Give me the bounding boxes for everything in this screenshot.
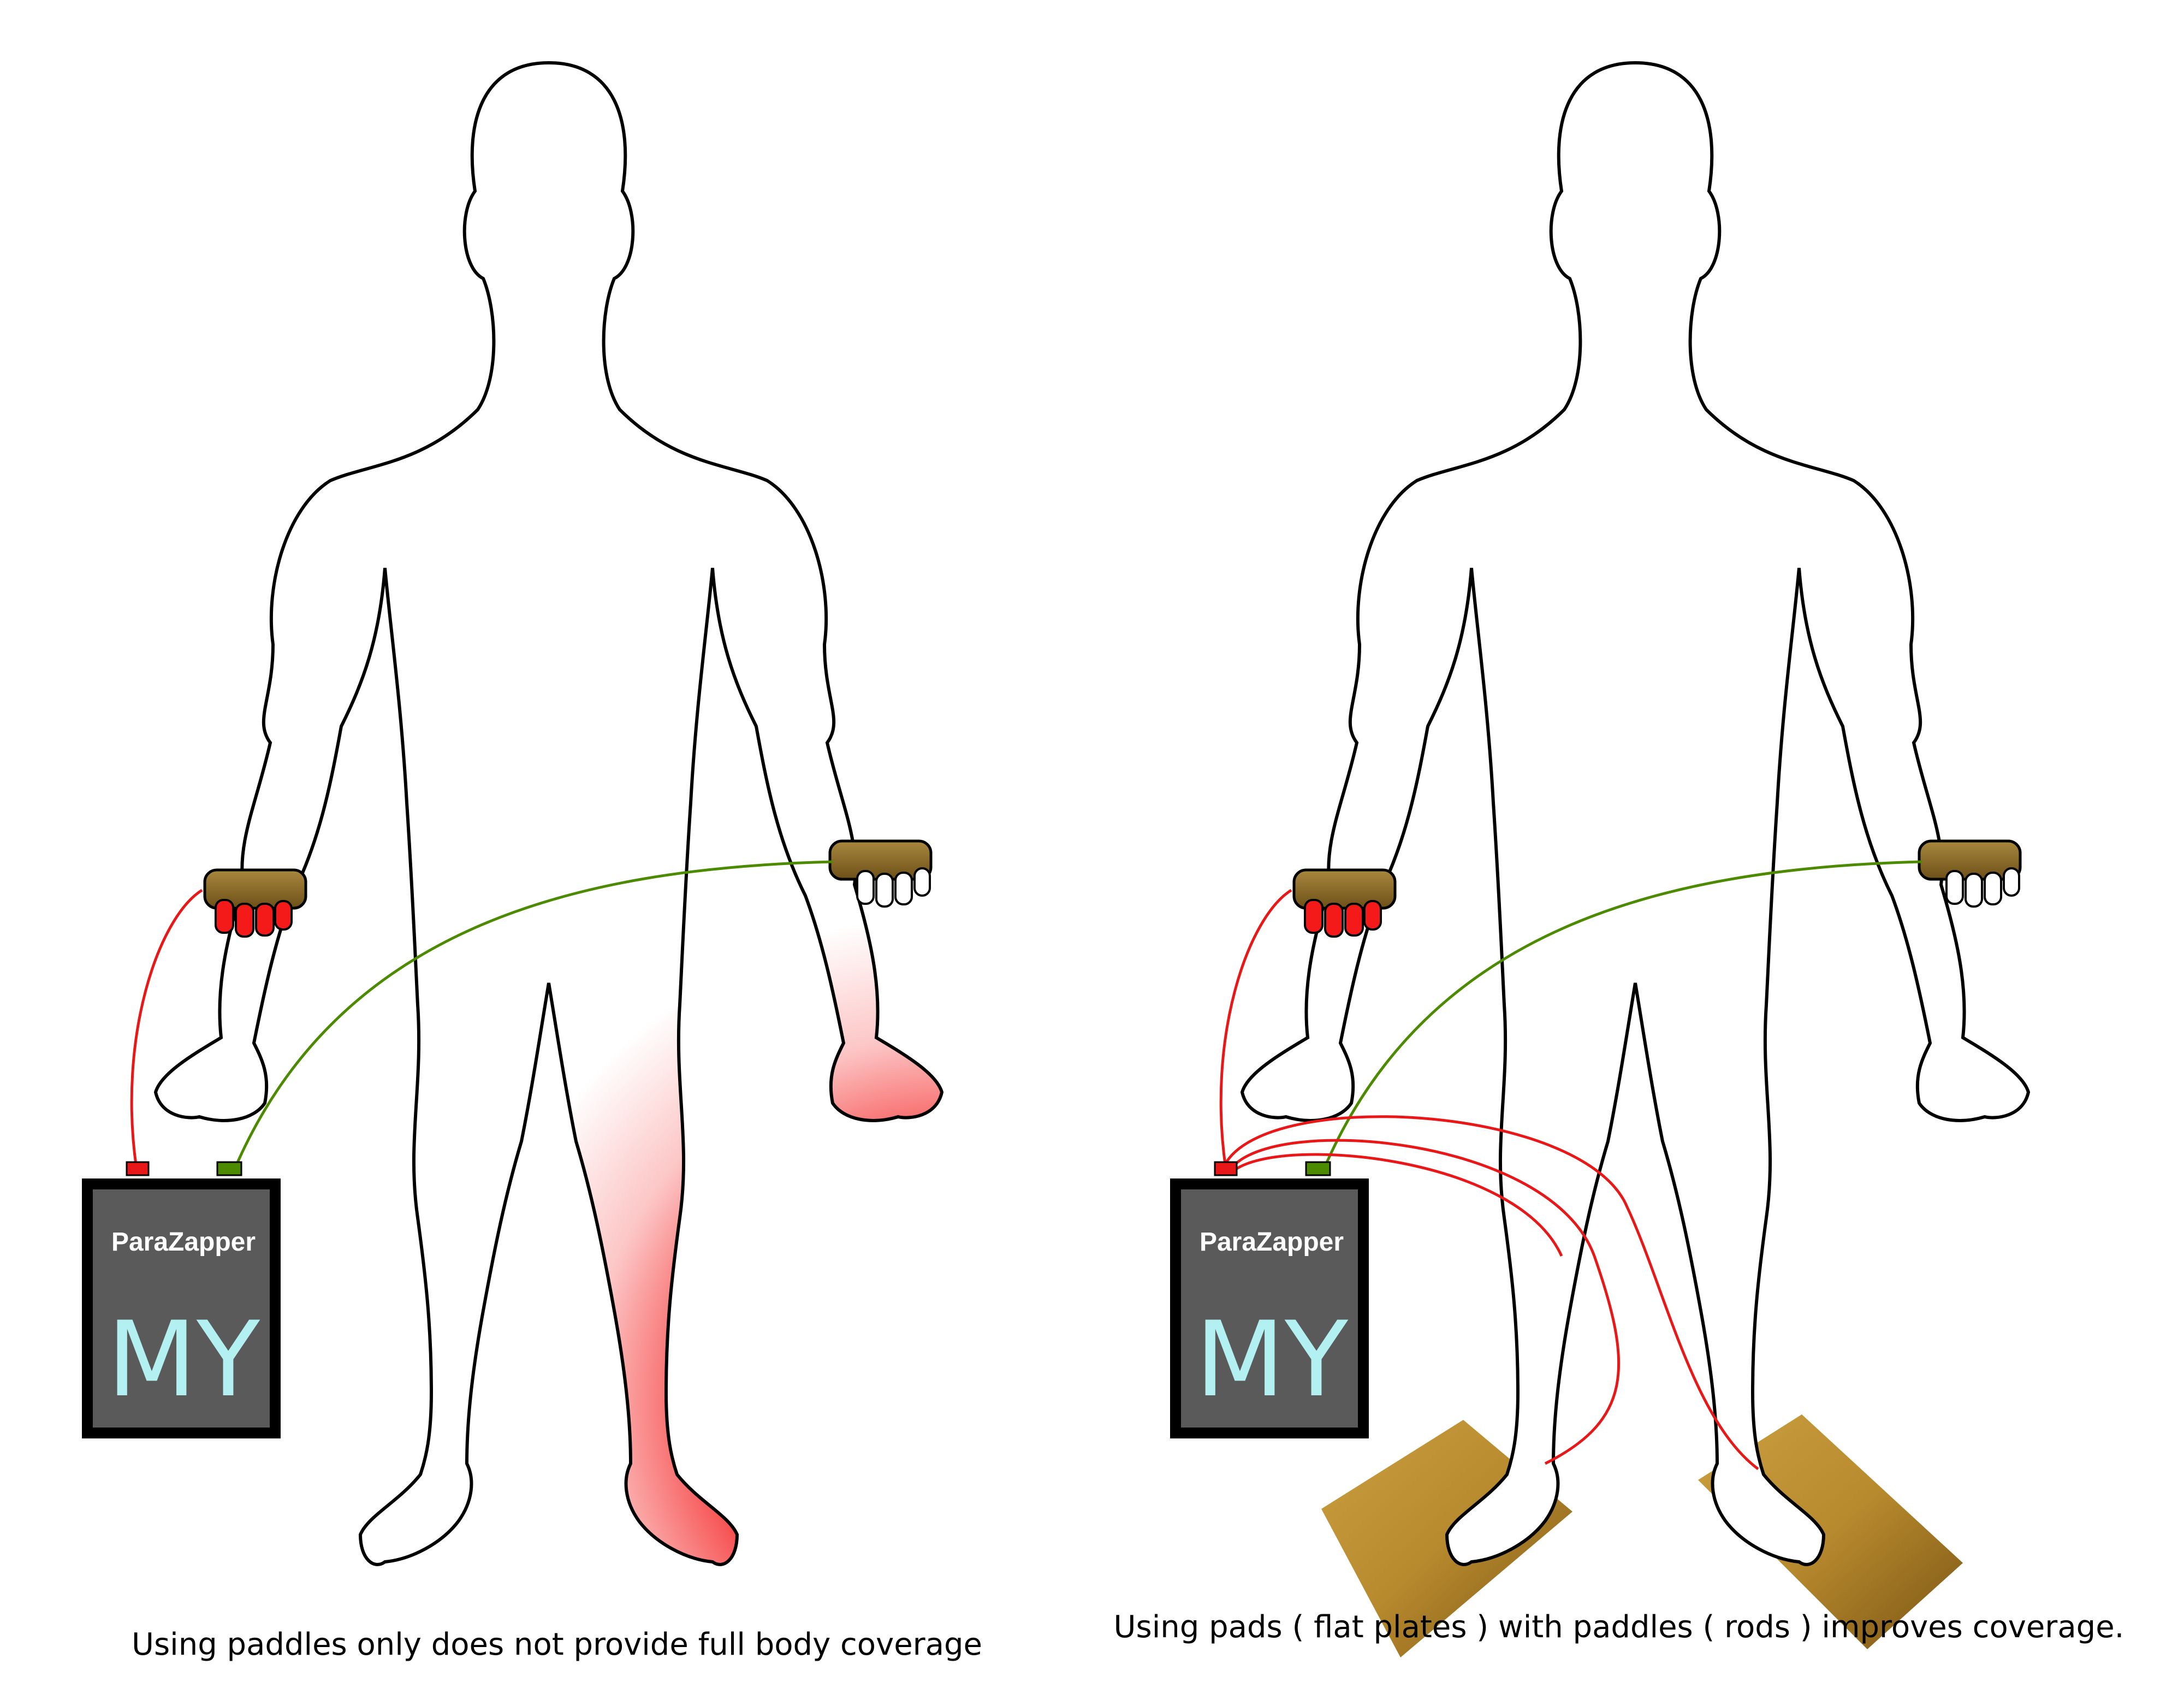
right-paddle-negative <box>1918 839 2022 908</box>
right-negative-wire <box>1322 860 1922 1169</box>
left-panel: ParaZapper MY Using paddles only does no… <box>82 63 982 1662</box>
right-device-brand: ParaZapper <box>1200 1228 1344 1257</box>
pad-wire-2 <box>1230 1139 1621 1465</box>
pad-wire-3 <box>1236 1153 1563 1257</box>
right-caption: Using pads ( flat plates ) with paddles … <box>1114 1609 2124 1645</box>
left-device-model: MY <box>107 1299 260 1420</box>
left-negative-wire <box>233 860 833 1169</box>
right-paddle-positive <box>1292 868 1397 938</box>
left-positive-wire <box>130 889 203 1169</box>
left-device: ParaZapper MY <box>82 1161 281 1438</box>
left-paddle-positive <box>203 868 307 938</box>
right-positive-wire <box>1219 889 1292 1169</box>
left-paddle-negative <box>828 839 933 908</box>
left-device-brand: ParaZapper <box>111 1228 256 1257</box>
right-panel: ParaZapper MY Using pads ( flat plates )… <box>1114 63 2124 1657</box>
left-caption: Using paddles only does not provide full… <box>132 1627 982 1662</box>
pad-wire-1 <box>1221 1115 1759 1470</box>
right-device-model: MY <box>1195 1299 1349 1420</box>
right-device: ParaZapper MY <box>1170 1161 1369 1438</box>
